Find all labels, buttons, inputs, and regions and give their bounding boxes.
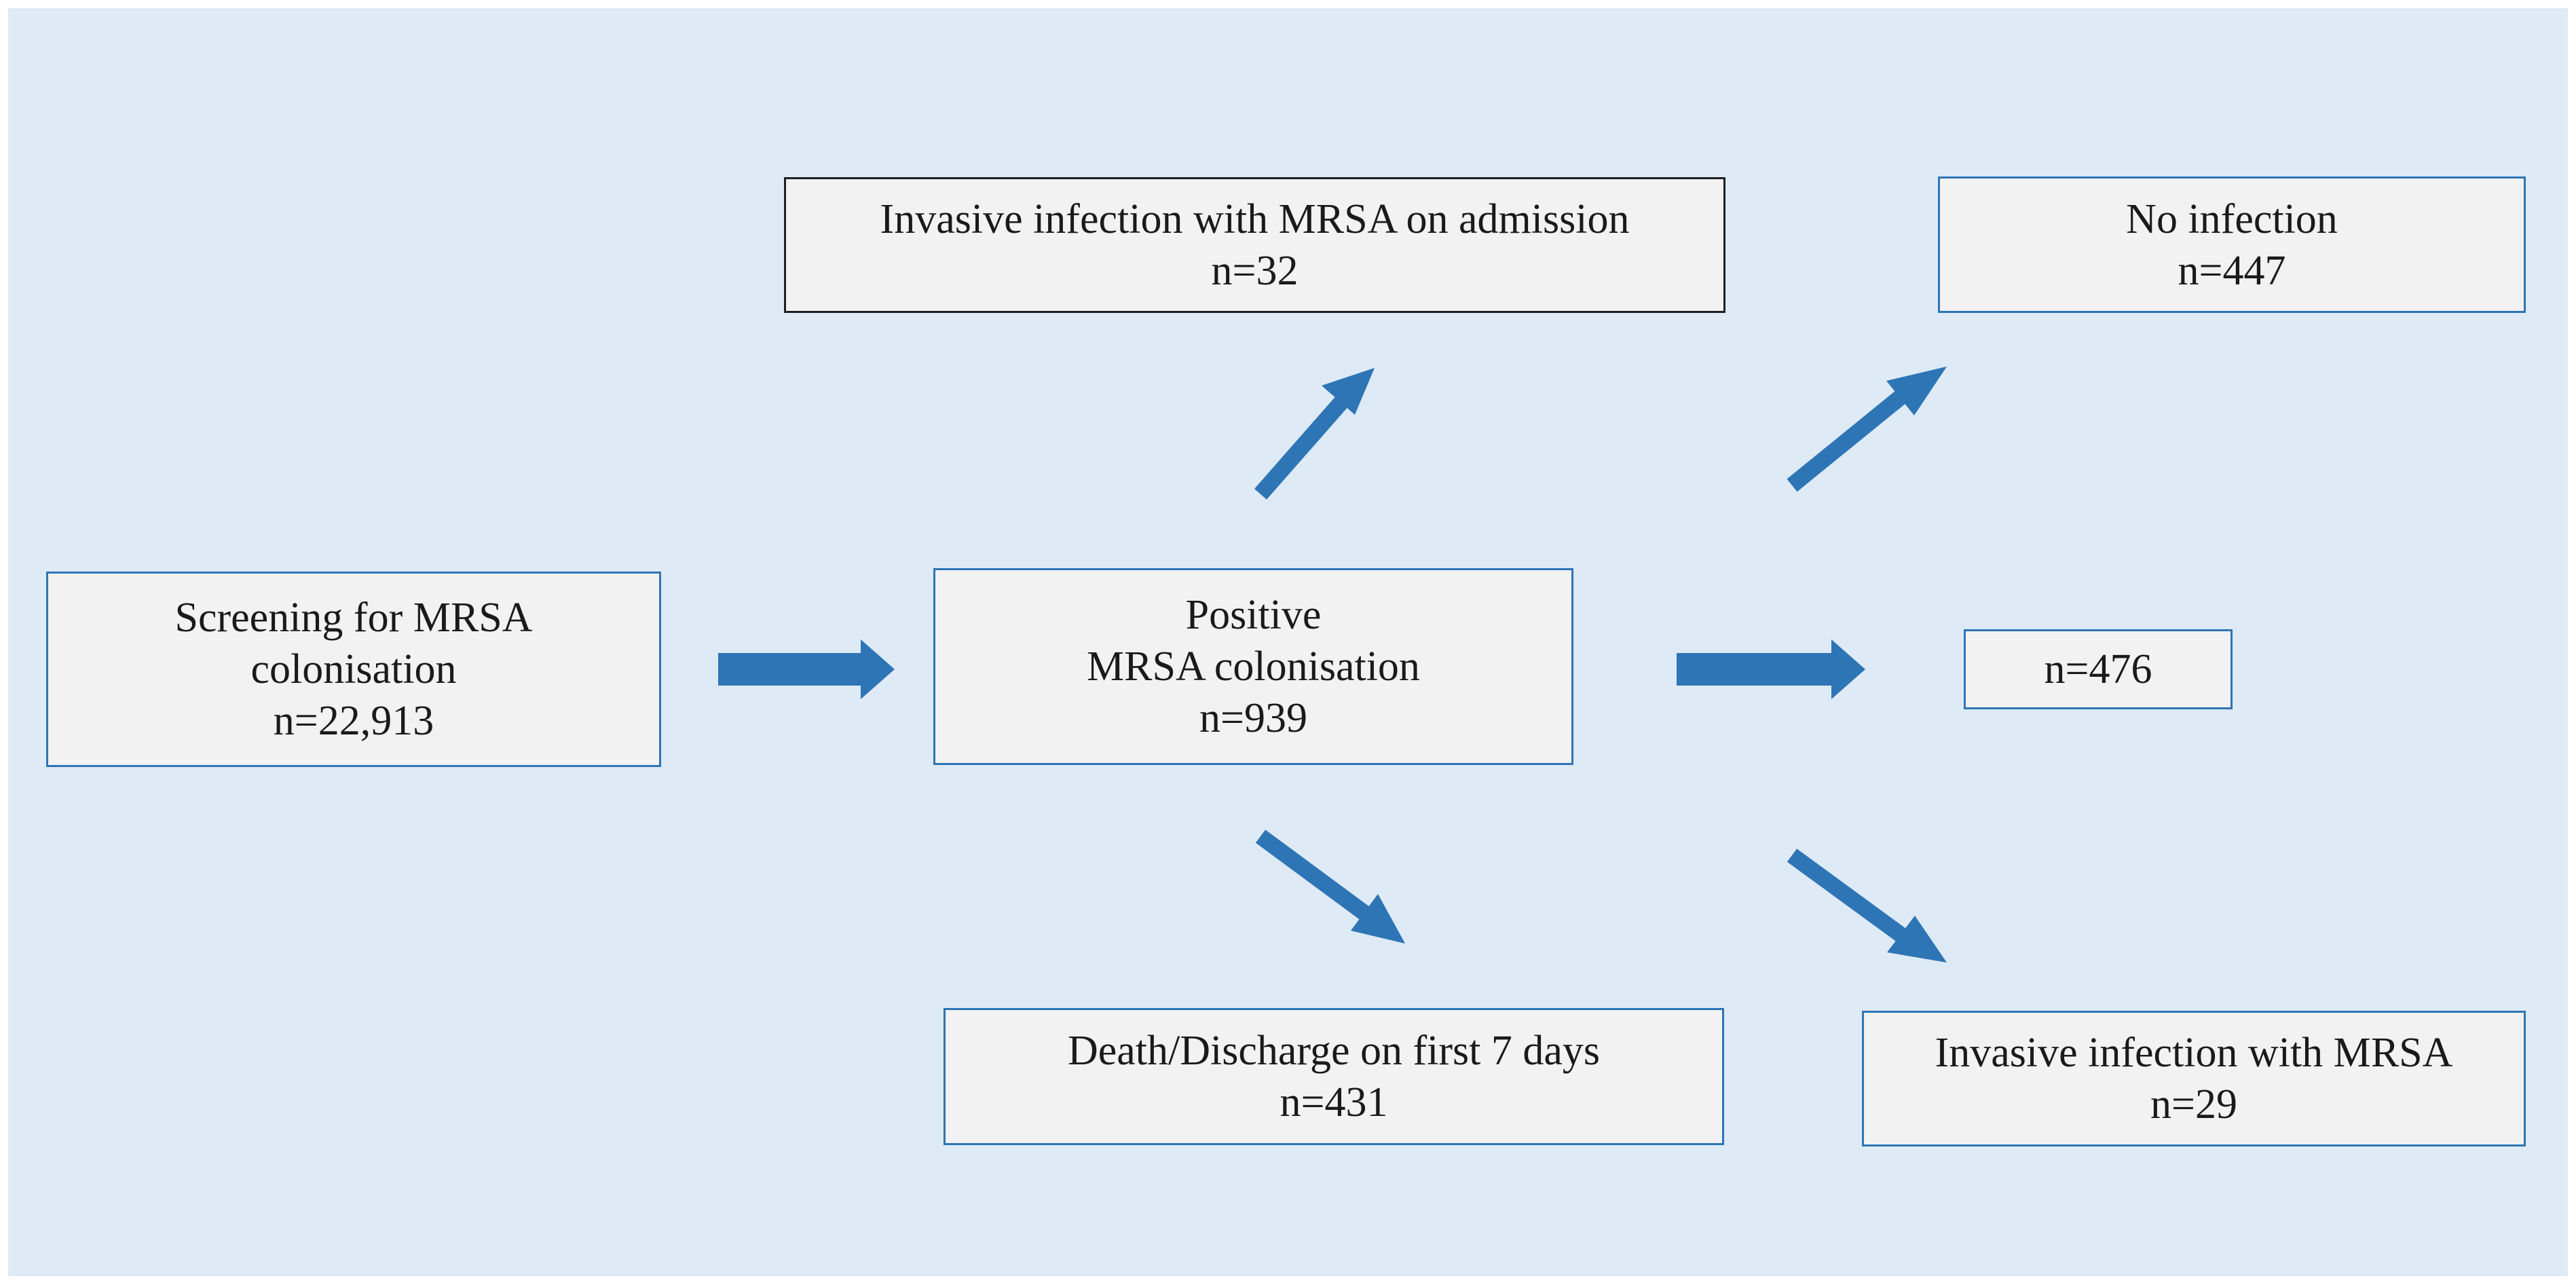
- arrow-positive-to-invasive-admission-shaft: [1254, 394, 1351, 500]
- invasive-infection-count: n=29: [2150, 1081, 2237, 1127]
- arrow-remaining-to-476: [1677, 639, 1865, 699]
- arrow-screening-to-positive: [718, 639, 895, 699]
- arrow-positive-to-death-discharge-shaft: [1255, 829, 1370, 920]
- death-discharge-box: Death/Discharge on first 7 days n=431: [944, 1008, 1724, 1145]
- no-infection-count: n=447: [2178, 247, 2286, 294]
- arrow-positive-to-invasive-admission-head: [1322, 368, 1375, 415]
- no-infection-box: No infection n=447: [1938, 176, 2526, 313]
- arrow-476-to-no-infection-shaft: [1787, 390, 1906, 492]
- screening-box: Screening for MRSA colonisation n=22,913: [46, 572, 661, 767]
- positive-count: n=939: [1199, 695, 1307, 741]
- invasive-infection-box: Invasive infection with MRSA n=29: [1862, 1011, 2526, 1146]
- no-infection-label: No infection: [2126, 195, 2338, 242]
- arrow-positive-to-death-discharge-head: [1351, 894, 1405, 944]
- screening-count: n=22,913: [273, 698, 434, 744]
- screening-label-line-2: colonisation: [250, 646, 457, 692]
- death-discharge-count: n=431: [1280, 1079, 1388, 1125]
- invasive-admission-count: n=32: [1211, 248, 1299, 294]
- arrow-476-to-no-infection-head: [1886, 367, 1947, 415]
- arrow-476-to-invasive-infection-shaft: [1787, 848, 1906, 941]
- remaining-box: n=476: [1964, 629, 2233, 709]
- remaining-count: n=476: [2044, 646, 2152, 692]
- positive-label-line-1: Positive: [1185, 592, 1322, 638]
- screening-label-line-1: Screening for MRSA: [174, 595, 533, 641]
- invasive-admission-box: Invasive infection with MRSA on admissio…: [784, 177, 1725, 313]
- invasive-admission-label: Invasive infection with MRSA on admissio…: [880, 196, 1630, 242]
- positive-label-line-2: MRSA colonisation: [1087, 644, 1420, 690]
- death-discharge-label: Death/Discharge on first 7 days: [1068, 1028, 1600, 1074]
- arrow-476-to-invasive-infection-head: [1887, 916, 1947, 963]
- positive-box: Positive MRSA colonisation n=939: [933, 568, 1573, 765]
- invasive-infection-label: Invasive infection with MRSA: [1935, 1030, 2453, 1076]
